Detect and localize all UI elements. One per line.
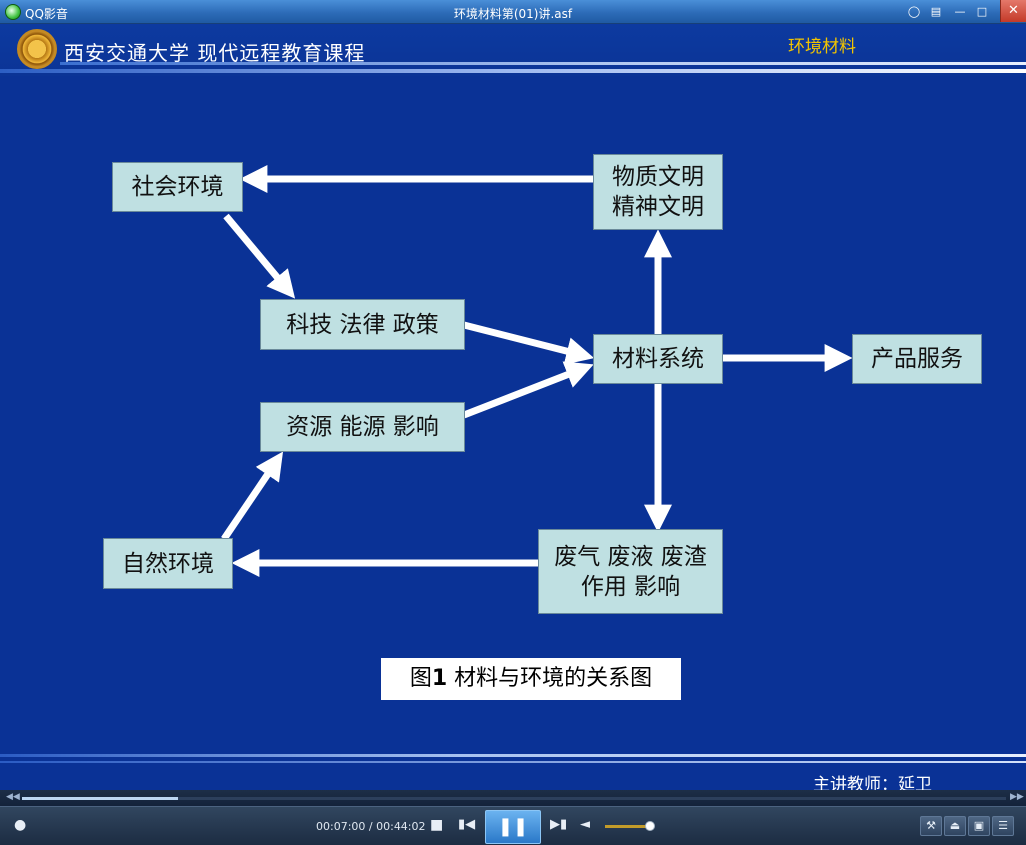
node-label: 资源 能源 影响 — [286, 414, 439, 440]
university-title: 西安交通大学 现代远程教育课程 — [64, 41, 366, 65]
previous-icon[interactable]: ▮◀ — [458, 817, 476, 832]
total-time: 00:44:02 — [376, 820, 426, 833]
eject-icon[interactable]: ⏏ — [944, 816, 966, 836]
playlist-icon[interactable]: ☰ — [992, 816, 1014, 836]
close-icon[interactable]: ✕ — [1000, 0, 1026, 22]
speaker-icon[interactable]: ◄ — [580, 817, 590, 832]
node-label: 自然环境 — [122, 550, 214, 577]
minimize-icon[interactable]: — — [954, 5, 966, 18]
arrow-natural-to-resource — [221, 451, 284, 541]
current-time: 00:07:00 — [316, 820, 366, 833]
node-label: 作用 影响 — [580, 573, 681, 600]
screen-icon[interactable]: ▣ — [968, 816, 990, 836]
lecturer-name: 主讲教师：延卫 — [813, 775, 932, 790]
time-separator: / — [365, 820, 377, 833]
app-name: QQ影音 — [25, 7, 68, 21]
node-natural-environment: 自然环境 — [103, 538, 233, 589]
window-title: 环境材料第(01)讲.asf — [453, 7, 573, 21]
header-divider — [0, 69, 1026, 73]
title-bar: QQ影音 环境材料第(01)讲.asf ◯ ▤ — □ ✕ — [0, 0, 1026, 24]
next-icon[interactable]: ▶▮ — [550, 817, 568, 832]
university-logo — [17, 29, 57, 69]
stop-icon[interactable]: ■ — [430, 817, 444, 833]
seek-forward-icon[interactable]: ▶▶ — [1010, 792, 1024, 802]
slide-header: 西安交通大学 现代远程教育课程 环境材料 — [0, 24, 1026, 76]
control-bar: ● 00:07:00 / 00:44:02 ■ ▮◀ ❚❚ ▶▮ ◄ ⚒ ⏏ ▣… — [0, 806, 1026, 845]
qq-player-icon[interactable] — [5, 4, 21, 20]
seek-progress — [22, 797, 179, 800]
caption-number: 1 — [431, 666, 448, 691]
node-material-system: 材料系统 — [593, 334, 723, 384]
node-resource-energy: 资源 能源 影响 — [260, 402, 465, 452]
course-title: 环境材料 — [788, 37, 856, 57]
node-label: 科技 法律 政策 — [286, 311, 439, 338]
figure-caption: 图1 材料与环境的关系图 — [381, 658, 681, 700]
node-label: 产品服务 — [871, 346, 963, 372]
wrench-icon[interactable]: ⚒ — [920, 816, 942, 836]
pause-icon[interactable]: ❚❚ — [485, 810, 541, 844]
arrow-social-to-tech — [223, 213, 296, 299]
node-civilization: 物质文明 精神文明 — [593, 154, 723, 230]
time-display: 00:07:00 / 00:44:02 — [316, 820, 426, 833]
caption-prefix: 图 — [409, 666, 432, 691]
header-divider — [60, 62, 1026, 65]
arrow-tech-to-material — [463, 321, 595, 365]
node-label: 材料系统 — [612, 346, 704, 372]
seek-back-icon[interactable]: ◀◀ — [6, 792, 20, 802]
maximize-icon[interactable]: □ — [976, 5, 988, 18]
volume-knob[interactable] — [645, 821, 655, 831]
seek-track[interactable] — [22, 797, 1006, 800]
seek-bar[interactable]: ◀◀ ▶▶ — [0, 790, 1026, 806]
node-product-service: 产品服务 — [852, 334, 982, 384]
mini-mode-icon[interactable]: ▤ — [930, 5, 942, 18]
node-label: 精神文明 — [612, 194, 704, 220]
node-label: 物质文明 — [612, 164, 704, 190]
node-label: 社会环境 — [131, 174, 224, 200]
node-waste: 废气 废液 废渣 作用 影响 — [538, 529, 723, 614]
caption-text: 材料与环境的关系图 — [447, 666, 653, 691]
node-tech-law-policy: 科技 法律 政策 — [260, 299, 465, 350]
node-label: 废气 废液 废渣 — [554, 543, 707, 570]
diagram-arrows — [221, 165, 853, 577]
speech-bubble-icon[interactable]: ◯ — [907, 5, 921, 18]
volume-slider[interactable] — [605, 825, 649, 828]
footer-divider — [0, 761, 1026, 763]
video-frame[interactable]: 西安交通大学 现代远程教育课程 环境材料 社会环境 物质文明 精神文明 — [0, 24, 1026, 790]
arrow-resource-to-material — [462, 361, 594, 419]
footer-divider — [0, 754, 1026, 757]
footprint-icon[interactable]: ● — [14, 817, 27, 833]
node-social-environment: 社会环境 — [112, 162, 243, 212]
